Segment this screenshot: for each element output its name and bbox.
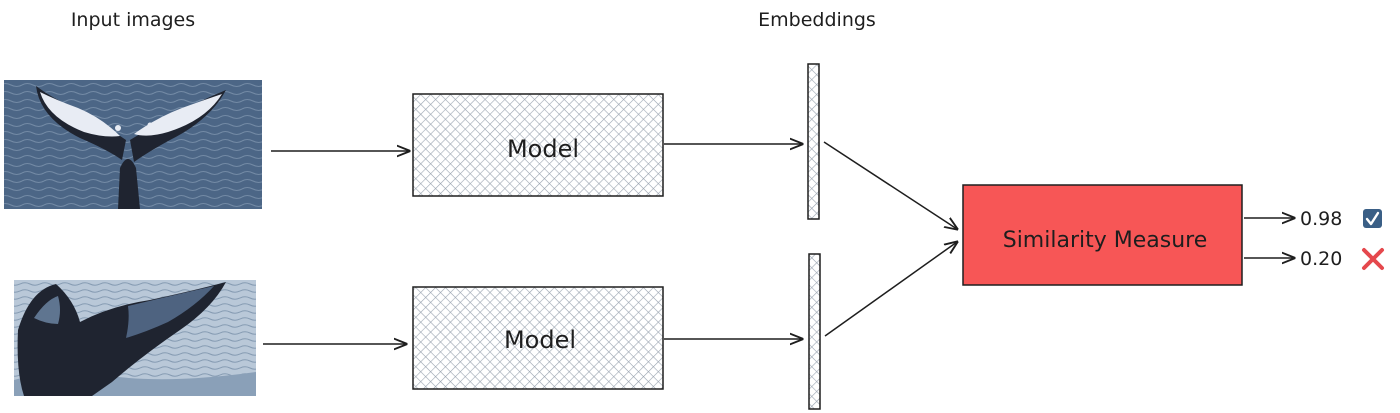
output-score-low: 0.20 — [1300, 248, 1342, 270]
similarity-measure-label: Similarity Measure — [1003, 228, 1208, 253]
model-label-top: Model — [507, 135, 579, 163]
model-box-top: Model — [412, 93, 664, 197]
whale-tail-photo-top — [4, 80, 262, 209]
model-box-bottom: Model — [412, 286, 664, 390]
whale-fluke-photo-bottom — [14, 280, 256, 396]
cross-icon — [1362, 248, 1384, 270]
arrow-embedding-to-similarity-top — [823, 141, 957, 229]
similarity-measure-box: Similarity Measure — [962, 184, 1243, 286]
embedding-vector-bottom — [808, 253, 821, 410]
input-images-header: Input images — [71, 9, 195, 31]
output-score-high: 0.98 — [1300, 208, 1342, 230]
embeddings-header: Embeddings — [758, 9, 876, 31]
check-box-icon — [1363, 209, 1382, 228]
arrow-embedding-to-similarity-bottom — [824, 242, 957, 337]
embedding-vector-top — [807, 63, 820, 220]
model-label-bottom: Model — [504, 326, 576, 354]
